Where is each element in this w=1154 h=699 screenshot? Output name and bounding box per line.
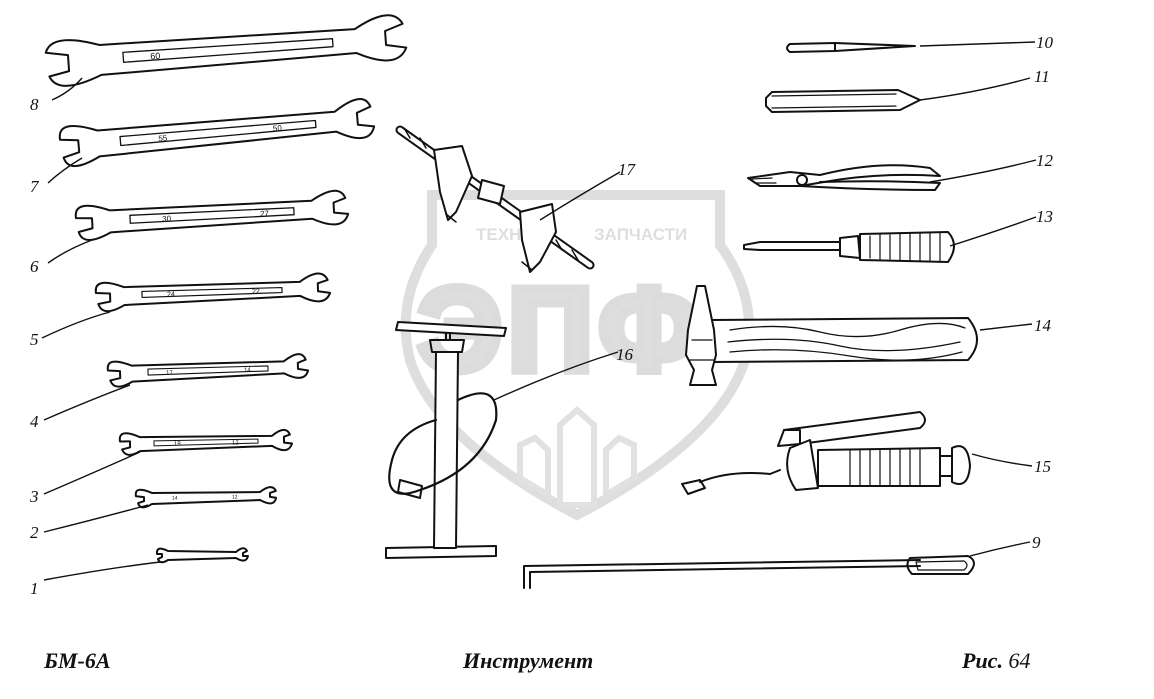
wrench-5-size-b: 22 (252, 288, 260, 295)
callout-3: 3 (29, 487, 39, 506)
figure-number: Рис. 64 (962, 648, 1030, 674)
wrench-3-size-b: 12 (232, 440, 239, 446)
wrench-8-size: 60 (150, 51, 161, 62)
callout-2: 2 (30, 523, 39, 542)
wrench-4: 17 14 (106, 353, 310, 388)
watermark-text-left: ТЕХНИ (476, 225, 534, 244)
wrench-2: 14 12 (134, 486, 278, 509)
wrench-1 (155, 547, 249, 564)
callout-11: 11 (1034, 67, 1050, 86)
callout-6: 6 (30, 257, 39, 276)
wrench-6-size-a: 30 (162, 214, 172, 223)
wheel-puller (395, 125, 595, 273)
pry-bar (523, 555, 975, 589)
callout-13: 13 (1036, 207, 1053, 226)
callout-10: 10 (1036, 33, 1054, 52)
grease-gun (681, 411, 971, 495)
callout-16: 16 (616, 345, 634, 364)
tire-pump (385, 321, 507, 559)
punch (786, 42, 916, 53)
watermark-building-icon (517, 405, 637, 508)
watermark-text-right: ЗАПЧАСТИ (594, 225, 687, 244)
callout-12: 12 (1036, 151, 1054, 170)
callout-9: 9 (1032, 533, 1041, 552)
wrench-6-size-b: 27 (260, 209, 270, 218)
wrench-6: 30 27 (74, 189, 350, 241)
figure-title: Инструмент (463, 648, 594, 673)
model-label: БМ-6А (44, 648, 111, 673)
wrench-5: 24 22 (94, 272, 332, 313)
wrench-5-size-a: 24 (167, 291, 175, 298)
callout-numbers: 1 2 3 4 5 6 7 8 9 10 11 12 13 14 15 16 1… (29, 33, 1054, 598)
wrench-2-size-b: 12 (232, 494, 238, 500)
wrench-7-size-a: 55 (158, 133, 168, 143)
pliers (747, 164, 941, 191)
figure-num: 64 (1008, 648, 1031, 673)
watermark-logo: ЭПФ (418, 264, 705, 396)
screwdriver (743, 231, 955, 263)
wrench-4-size-a: 17 (166, 370, 174, 376)
callout-5: 5 (30, 330, 39, 349)
wrench-8: 60 (44, 14, 408, 87)
figure-prefix: Рис. (962, 648, 1003, 673)
callout-4: 4 (30, 412, 39, 431)
callout-15: 15 (1034, 457, 1051, 476)
wrench-3-size-a: 19 (174, 441, 181, 447)
callout-14: 14 (1034, 316, 1052, 335)
hammer (685, 285, 978, 386)
wrench-3: 19 12 (118, 428, 294, 456)
callout-7: 7 (30, 177, 40, 196)
wrench-2-size-a: 14 (172, 495, 178, 501)
chisel (765, 89, 921, 113)
wrench-7: 55 50 (58, 98, 376, 168)
callout-1: 1 (30, 579, 39, 598)
callout-8: 8 (30, 95, 39, 114)
callout-17: 17 (618, 160, 637, 179)
wrench-7-size-b: 50 (273, 123, 283, 133)
wrench-4-size-b: 14 (244, 367, 252, 373)
leader-lines (41, 41, 1037, 581)
watermark: ТЕХНИ ЗАПЧАСТИ ЭПФ (400, 190, 755, 521)
